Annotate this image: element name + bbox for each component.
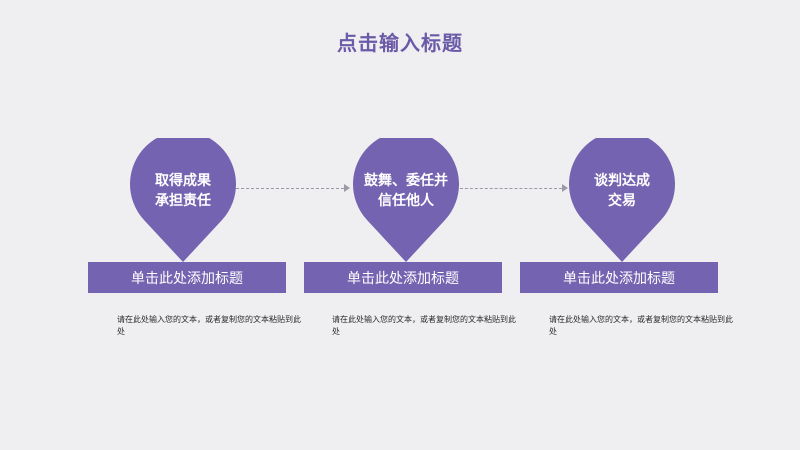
step-3-title-bar[interactable]: 单击此处添加标题: [520, 262, 718, 293]
connector-line-2: [460, 188, 562, 189]
step-2-pin[interactable]: 鼓舞、委任并 信任他人: [353, 138, 459, 263]
arrow-right-icon: [344, 184, 350, 192]
step-1-pin[interactable]: 取得成果 承担责任: [130, 138, 236, 263]
step-2-title-bar[interactable]: 单击此处添加标题: [304, 262, 502, 293]
page-title: 点击输入标题: [337, 31, 463, 55]
step-1-title-bar[interactable]: 单击此处添加标题: [88, 262, 286, 293]
connector-line-1: [236, 188, 344, 189]
step-3-pin[interactable]: 谈判达成 交易: [569, 138, 675, 263]
step-3-description: 请在此处输入您的文本，或者复制您的文本粘贴到此处: [549, 315, 733, 336]
map-pin-icon: [130, 138, 236, 262]
map-pin-icon: [353, 138, 459, 262]
map-pin-icon: [569, 138, 675, 262]
arrow-right-icon: [562, 184, 568, 192]
step-1-label: 取得成果 承担责任: [155, 173, 211, 209]
step-1-description: 请在此处输入您的文本，或者复制您的文本粘贴到此处: [117, 315, 301, 336]
step-2-description: 请在此处输入您的文本，或者复制您的文本粘贴到此处: [332, 315, 516, 336]
step-2-label: 鼓舞、委任并 信任他人: [364, 173, 448, 209]
step-3-label: 谈判达成 交易: [594, 173, 650, 209]
